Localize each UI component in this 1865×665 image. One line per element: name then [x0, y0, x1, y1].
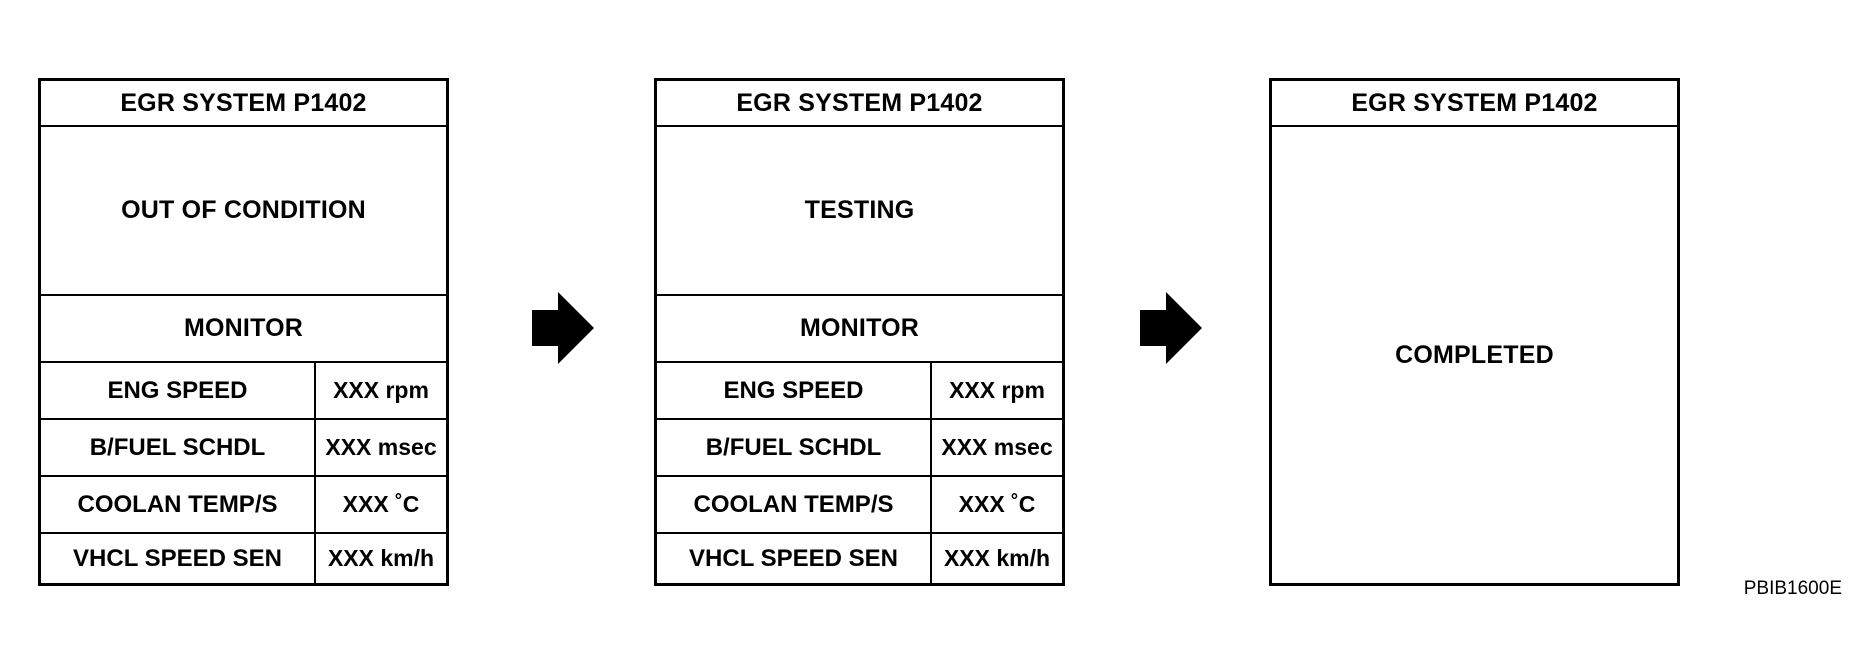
screen-panel-completed: EGR SYSTEM P1402 COMPLETED	[1269, 78, 1680, 586]
row-label: ENG SPEED	[657, 363, 932, 418]
table-row: COOLAN TEMP/S XXX ˚C	[41, 475, 446, 532]
monitor-heading: MONITOR	[41, 294, 446, 361]
panel-title: EGR SYSTEM P1402	[120, 88, 367, 117]
screen-panel-out-of-condition: EGR SYSTEM P1402 OUT OF CONDITION MONITO…	[38, 78, 449, 586]
row-value: XXX rpm	[949, 377, 1045, 403]
row-value: XXX msec	[941, 434, 1053, 460]
panel-title: EGR SYSTEM P1402	[1351, 88, 1598, 117]
status-text: TESTING	[657, 125, 1062, 294]
row-label: VHCL SPEED SEN	[657, 534, 932, 583]
row-label: B/FUEL SCHDL	[657, 420, 932, 475]
row-label: B/FUEL SCHDL	[41, 420, 316, 475]
row-value: XXX ˚C	[958, 491, 1036, 517]
table-row: VHCL SPEED SEN XXX km/h	[657, 532, 1062, 583]
right-arrow-icon	[532, 292, 594, 364]
table-row: B/FUEL SCHDL XXX msec	[657, 418, 1062, 475]
right-arrow-icon	[1140, 292, 1202, 364]
row-value: XXX km/h	[327, 545, 435, 571]
status-text: OUT OF CONDITION	[41, 125, 446, 294]
table-row: ENG SPEED XXX rpm	[657, 361, 1062, 418]
row-label: COOLAN TEMP/S	[41, 477, 316, 532]
row-label: VHCL SPEED SEN	[41, 534, 316, 583]
row-value: XXX ˚C	[342, 491, 420, 517]
status-text: COMPLETED	[1272, 125, 1677, 583]
table-row: COOLAN TEMP/S XXX ˚C	[657, 475, 1062, 532]
row-value: XXX km/h	[943, 545, 1051, 571]
table-row: ENG SPEED XXX rpm	[41, 361, 446, 418]
row-value: XXX msec	[325, 434, 437, 460]
row-label: ENG SPEED	[41, 363, 316, 418]
monitor-heading: MONITOR	[657, 294, 1062, 361]
figure-code: PBIB1600E	[1743, 578, 1842, 599]
row-value: XXX rpm	[333, 377, 429, 403]
screen-panel-testing: EGR SYSTEM P1402 TESTING MONITOR ENG SPE…	[654, 78, 1065, 586]
panel-title: EGR SYSTEM P1402	[736, 88, 983, 117]
table-row: VHCL SPEED SEN XXX km/h	[41, 532, 446, 583]
row-label: COOLAN TEMP/S	[657, 477, 932, 532]
table-row: B/FUEL SCHDL XXX msec	[41, 418, 446, 475]
